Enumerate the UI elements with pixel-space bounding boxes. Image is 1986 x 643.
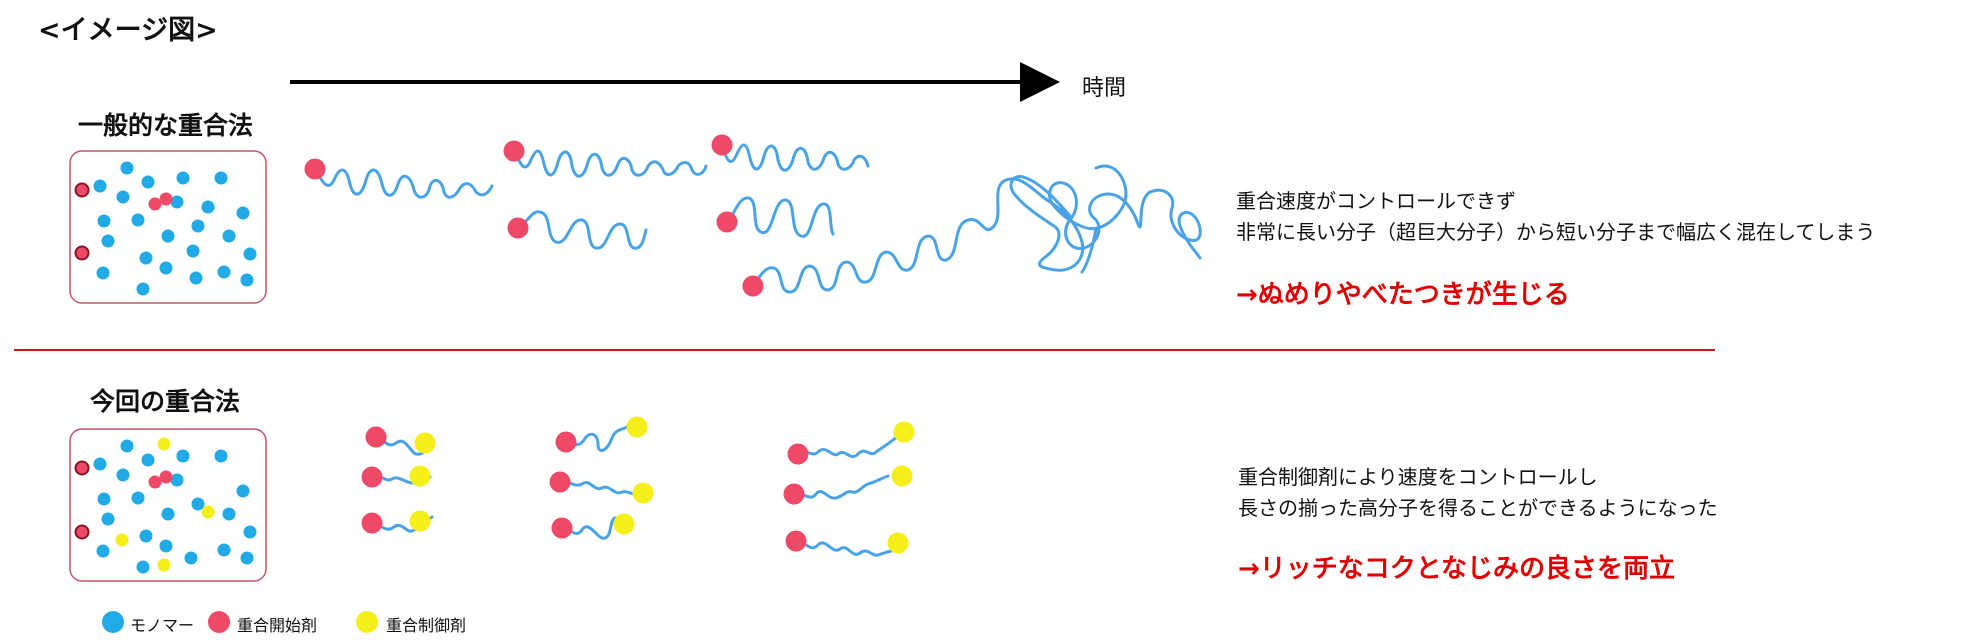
legend-controller-dot — [356, 611, 378, 633]
diagram-header: <イメージ図> — [38, 15, 218, 46]
chain-medium-2 — [516, 210, 648, 250]
new-method-title: 今回の重合法 — [90, 387, 241, 416]
legend-markers — [102, 611, 378, 633]
chain-medium-4 — [725, 196, 835, 238]
new-method-desc-2: 長さの揃った高分子を得ることができるようになった — [1238, 496, 1718, 520]
chain-medium-1 — [512, 149, 708, 178]
controller-dots — [115, 437, 215, 572]
new-initiators — [361, 426, 809, 552]
monomer-dots — [93, 439, 257, 574]
legend-initiator-label: 重合開始剤 — [237, 616, 318, 635]
conventional-chains — [314, 143, 1202, 294]
chain-tangled — [1048, 164, 1202, 274]
legend-monomer-label: モノマー — [130, 616, 195, 635]
chain-long — [750, 175, 1085, 294]
conventional-result: →ぬめりやべたつきが生じる — [1236, 280, 1570, 310]
new-chains — [370, 418, 902, 557]
new-method-result: →リッチなコクとなじみの良さを両立 — [1238, 554, 1676, 584]
initiator-dots-outlined — [74, 182, 90, 261]
chain-short — [314, 168, 494, 199]
new-controllers — [409, 416, 915, 554]
legend-controller-label: 重合制御剤 — [386, 616, 467, 635]
legend-monomer-dot — [102, 611, 124, 633]
new-method-desc-1: 重合制御剤により速度をコントロールし — [1238, 465, 1598, 489]
chain-medium-3 — [720, 143, 870, 172]
conventional-reaction-box — [69, 150, 267, 304]
conventional-title: 一般的な重合法 — [78, 111, 254, 140]
monomer-dots — [93, 161, 257, 296]
legend-initiator-dot — [208, 611, 230, 633]
initiator-dots — [148, 192, 173, 211]
conventional-desc-2: 非常に長い分子（超巨大分子）から短い分子まで幅広く混在してしまう — [1236, 220, 1876, 244]
new-reaction-box — [69, 428, 267, 582]
initiator-dots — [148, 470, 173, 489]
initiator-dots-outlined — [74, 460, 90, 540]
conventional-desc-1: 重合速度がコントロールできず — [1236, 189, 1516, 213]
conventional-initiators — [304, 134, 764, 297]
timeline-label: 時間 — [1082, 76, 1127, 101]
